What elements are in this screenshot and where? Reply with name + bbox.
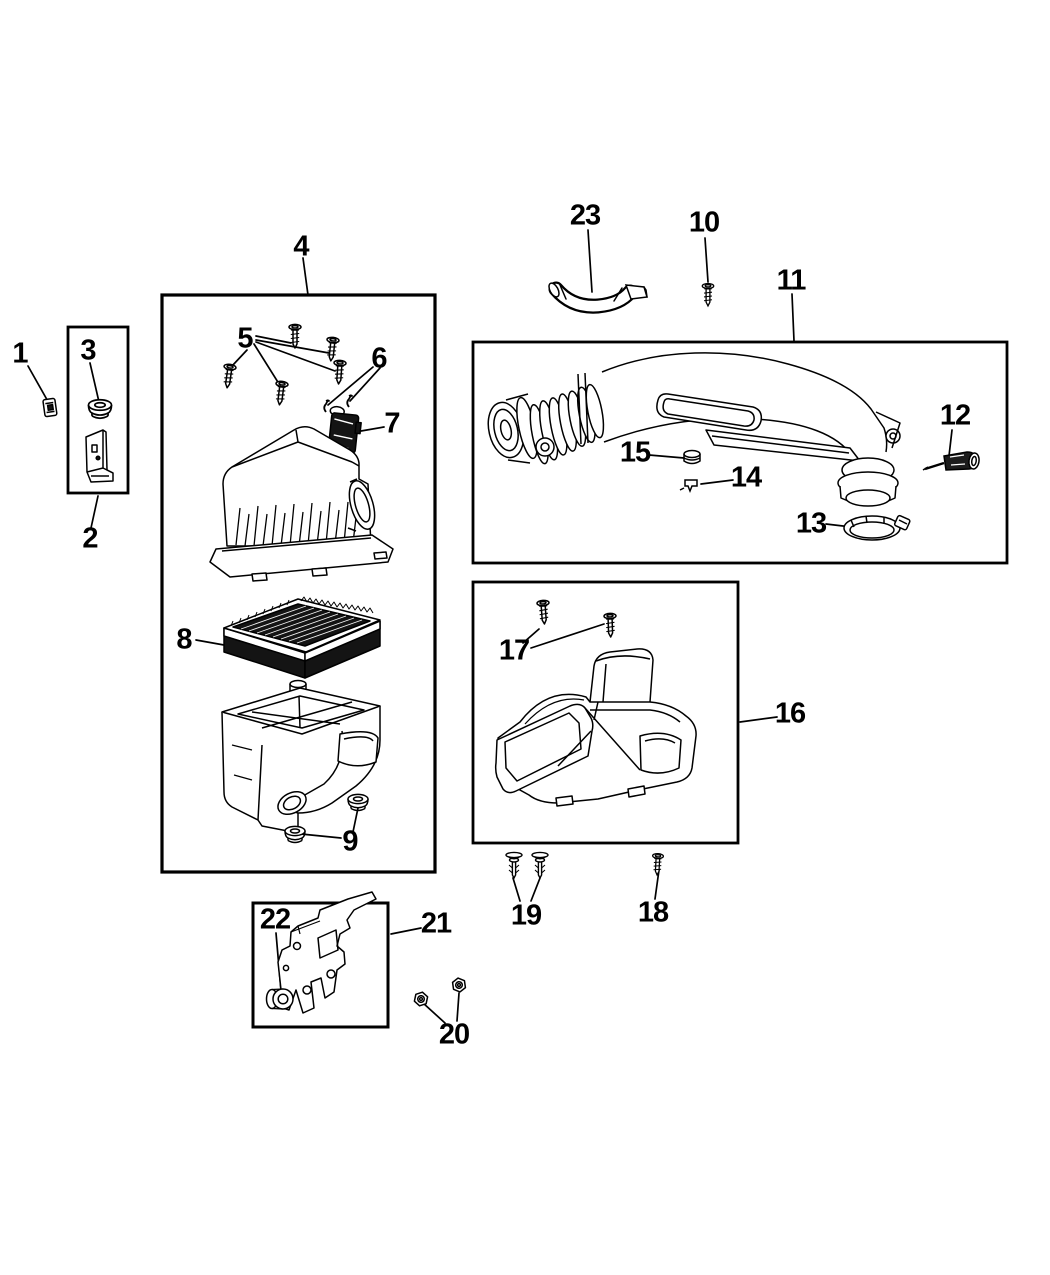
group-box-part-16-inlet [471,580,740,845]
part-13-hose-clamp [843,514,911,541]
callout-14: 14 [730,461,762,494]
callout-17: 17 [498,634,530,667]
callout-1: 1 [12,337,28,370]
part-4-air-cleaner-cover [209,426,394,582]
part-3-grommet [87,398,113,420]
part-12-sensor [922,451,980,471]
callout-11: 11 [776,264,807,297]
callout-12: 12 [939,399,971,432]
callout-21: 21 [420,907,452,940]
callout-10: 10 [688,206,720,239]
callout-18: 18 [637,896,669,929]
part-15-grommet [683,449,701,465]
callout-19: 19 [510,899,542,932]
part-14-clip [679,479,698,494]
group-box-part-4-air-cleaner [160,293,437,874]
callout-2: 2 [82,522,98,555]
part-19-push-pins [505,851,549,879]
part-22-isolator-grommet [265,988,294,1010]
callout-9: 9 [342,825,358,858]
callout-3: 3 [80,334,96,367]
callout-6: 6 [371,342,387,375]
callout-13: 13 [795,507,827,540]
part-8-filter-element [223,596,381,679]
part-11-air-intake-duct [487,352,901,507]
part-16-air-inlet-duct [494,648,697,807]
part-18-screw [650,852,665,876]
part-17-screws [536,599,618,638]
callout-5: 5 [237,322,253,355]
callout-16: 16 [774,697,806,730]
group-box-parts-2-3 [66,325,130,495]
part-10-screw [701,282,715,307]
part-4-air-cleaner-housing-lower [221,679,381,834]
callout-15: 15 [619,436,651,469]
part-21-support-bracket [277,891,377,1014]
group-box-part-21-bracket [251,901,390,1029]
callout-8: 8 [176,623,192,656]
callout-22: 22 [259,903,291,936]
callout-4: 4 [293,230,309,263]
callout-leader-lines [27,229,953,1024]
part-23-hose [548,281,648,314]
group-box-part-11-duct [471,340,1009,565]
callout-23: 23 [569,199,601,232]
part-1-retainer-clip [42,397,58,418]
part-2-mounting-bracket [85,429,114,483]
callout-20: 20 [438,1018,470,1051]
callout-7: 7 [384,407,400,440]
